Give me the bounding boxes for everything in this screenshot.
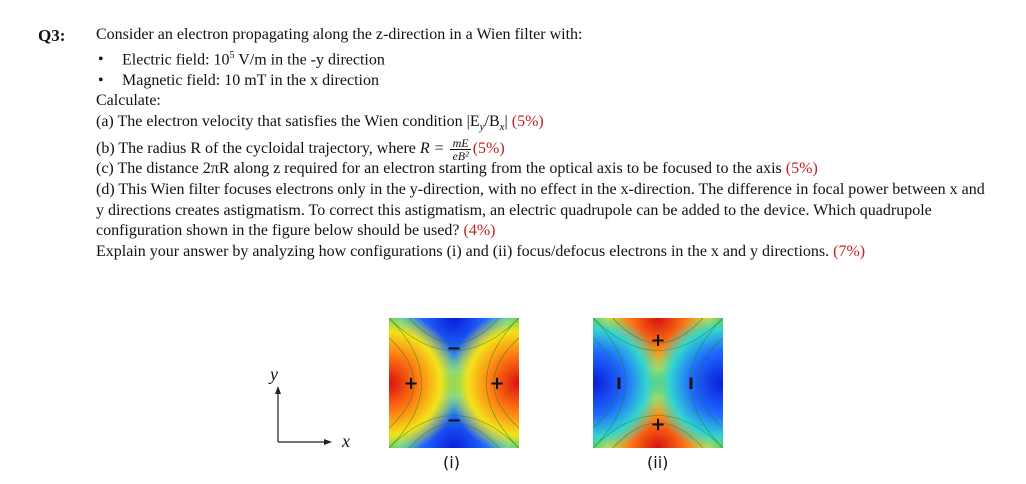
part-d: (d) This Wien filter focuses electrons o… xyxy=(96,181,985,240)
bullet-magnetic-field: •Magnetic field: 10 mT in the x directio… xyxy=(96,71,996,92)
marks-explain: (7%) xyxy=(833,242,866,260)
quadrupole-panel-i: − + + − xyxy=(389,318,519,448)
marks-d: (4%) xyxy=(463,222,496,240)
marks-b: (5%) xyxy=(472,140,505,158)
caption-i: (i) xyxy=(443,453,460,472)
calculate-label: Calculate: xyxy=(96,92,161,110)
bullet-dot: • xyxy=(98,50,104,68)
x-arrowhead xyxy=(324,439,332,445)
sign-left: + xyxy=(403,373,418,394)
marks-c: (5%) xyxy=(785,160,818,178)
part-b: (b) The radius R of the cycloidal trajec… xyxy=(96,136,505,164)
equipotential-lines xyxy=(593,318,723,448)
question-intro: Consider an electron propagating along t… xyxy=(96,26,583,43)
electrode-right xyxy=(389,318,519,448)
quadrupole-panel-ii: + I I + xyxy=(593,318,723,448)
sign-top: − xyxy=(446,338,461,359)
equipotential-lines xyxy=(389,318,519,448)
caption-ii: (ii) xyxy=(647,453,669,472)
explain-line: Explain your answer by analyzing how con… xyxy=(96,242,866,260)
part-a: (a) The electron velocity that satisfies… xyxy=(96,112,544,133)
sign-left: I xyxy=(616,374,622,393)
sign-bottom: + xyxy=(650,414,665,435)
y-axis-label: y xyxy=(270,364,278,384)
electrode-right xyxy=(593,318,723,448)
y-arrowhead xyxy=(275,386,281,394)
question-text: Consider an electron propagating along t… xyxy=(96,25,996,262)
axes-indicator xyxy=(275,386,332,445)
sign-top: + xyxy=(650,330,665,351)
bullet-dot: • xyxy=(98,71,104,89)
question-number: Q3: xyxy=(38,26,66,45)
part-c: (c) The distance 2πR along z required fo… xyxy=(96,160,818,178)
sign-bottom: − xyxy=(446,410,461,431)
sign-right: I xyxy=(688,374,694,393)
marks-a: (5%) xyxy=(511,112,544,130)
bullet-electric-field: •Electric field: 105 V/m in the -y direc… xyxy=(96,46,996,71)
x-axis-label: x xyxy=(342,431,350,451)
sign-right: + xyxy=(489,373,504,394)
